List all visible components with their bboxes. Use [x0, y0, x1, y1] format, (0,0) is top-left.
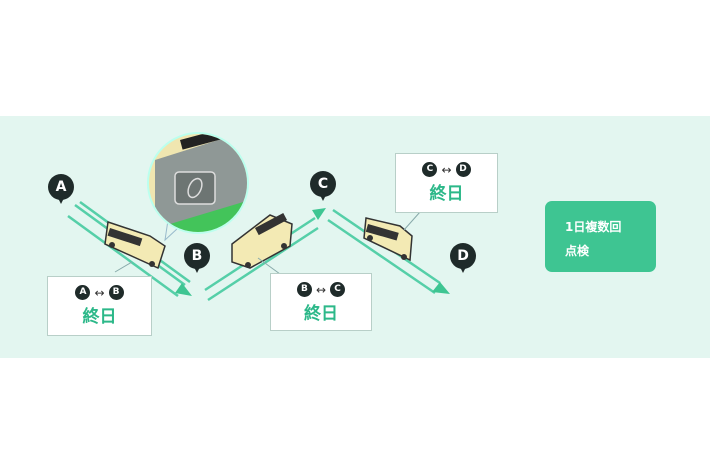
pin-c: C	[310, 171, 336, 201]
point-badge: C	[330, 282, 346, 297]
point-badge: C	[422, 162, 438, 177]
pin-b: B	[184, 243, 210, 273]
bus-1	[104, 221, 166, 270]
point-badge: B	[296, 282, 312, 297]
point-badge: B	[108, 285, 124, 300]
dashcam-magnifier	[114, 132, 249, 273]
segment-box-cd: C↔D 終日	[395, 153, 498, 213]
segment-box-ab: A↔B 終日	[47, 276, 152, 336]
segment-time: 終日	[429, 184, 464, 204]
point-badge: A	[75, 285, 91, 300]
point-badge: D	[455, 162, 471, 177]
inspection-line1: 1日複数回	[565, 220, 622, 234]
callout-lines	[257, 211, 421, 275]
bus-2	[231, 212, 293, 269]
arrow-icon: ↔	[441, 162, 452, 177]
arrow-icon: ↔	[94, 285, 105, 300]
segment-box-bc: B↔C 終日	[270, 273, 372, 331]
pin-d: D	[450, 243, 476, 273]
inspection-line2: 点検	[565, 244, 590, 258]
segment-time: 終日	[304, 304, 338, 324]
bus-3	[363, 217, 413, 262]
pin-a: A	[48, 174, 74, 204]
segment-time: 終日	[82, 307, 117, 327]
arrow-bc	[312, 208, 326, 220]
arrow-icon: ↔	[315, 282, 327, 297]
inspection-box: 1日複数回 点検	[545, 201, 656, 272]
arrow-cd	[432, 282, 450, 294]
arrow-ab	[175, 283, 192, 296]
